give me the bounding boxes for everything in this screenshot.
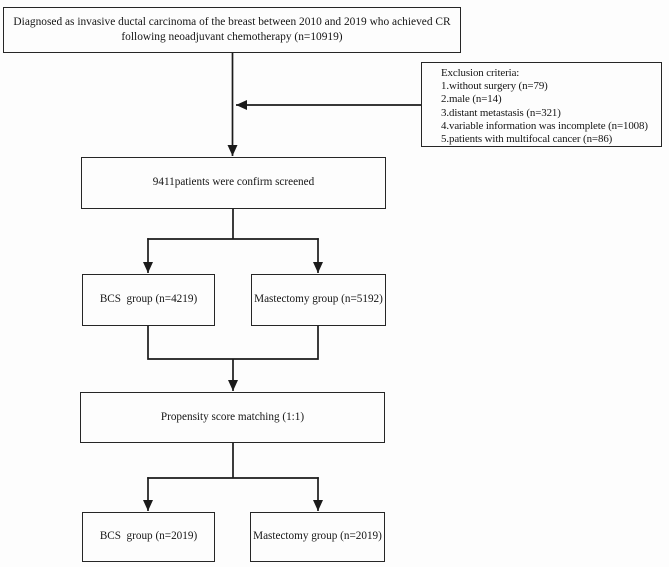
exclusion-criteria-box: Exclusion criteria: 1.without surgery (n… [421, 62, 662, 147]
exclusion-item-2: 2.male (n=14) [441, 93, 502, 106]
exclusion-item-5: 5.patients with multifocal cancer (n=86) [441, 133, 613, 146]
exclusion-item-4: 4.variable information was incomplete (n… [441, 119, 648, 132]
propensity-matching-label: Propensity score matching (1:1) [160, 410, 305, 423]
mastectomy-matched-label: Mastectomy group (n=2019) [253, 530, 382, 543]
exclusion-title: Exclusion criteria: [441, 67, 520, 79]
bcs-group-label: BCS group (n=4219) [99, 293, 198, 306]
mastectomy-group-label: Mastectomy group (n=5192) [254, 293, 383, 306]
exclusion-item-1: 1.without surgery (n=79) [441, 80, 548, 93]
connector-merge-1 [147, 326, 319, 360]
eligibility-text-line2: following neoadjuvant chemotherapy (n=10… [121, 31, 343, 43]
mastectomy-group-box: Mastectomy group (n=5192) [251, 274, 386, 326]
propensity-matching-box: Propensity score matching (1:1) [80, 392, 385, 443]
bcs-matched-box: BCS group (n=2019) [82, 512, 215, 562]
eligibility-text-line1: Diagnosed as invasive ductal carcinoma o… [13, 15, 451, 28]
eligibility-box: Diagnosed as invasive ductal carcinoma o… [3, 7, 461, 53]
connector-split-2-stem [147, 443, 319, 479]
exclusion-item-3: 3.distant metastasis (n=321) [441, 106, 561, 119]
bcs-matched-label: BCS group (n=2019) [99, 530, 198, 543]
mastectomy-matched-box: Mastectomy group (n=2019) [250, 512, 385, 562]
connector-split-1-stem [147, 209, 319, 240]
screened-label: 9411patients were confirm screened [152, 176, 315, 189]
bcs-group-box: BCS group (n=4219) [82, 274, 215, 326]
screened-box: 9411patients were confirm screened [81, 157, 386, 209]
